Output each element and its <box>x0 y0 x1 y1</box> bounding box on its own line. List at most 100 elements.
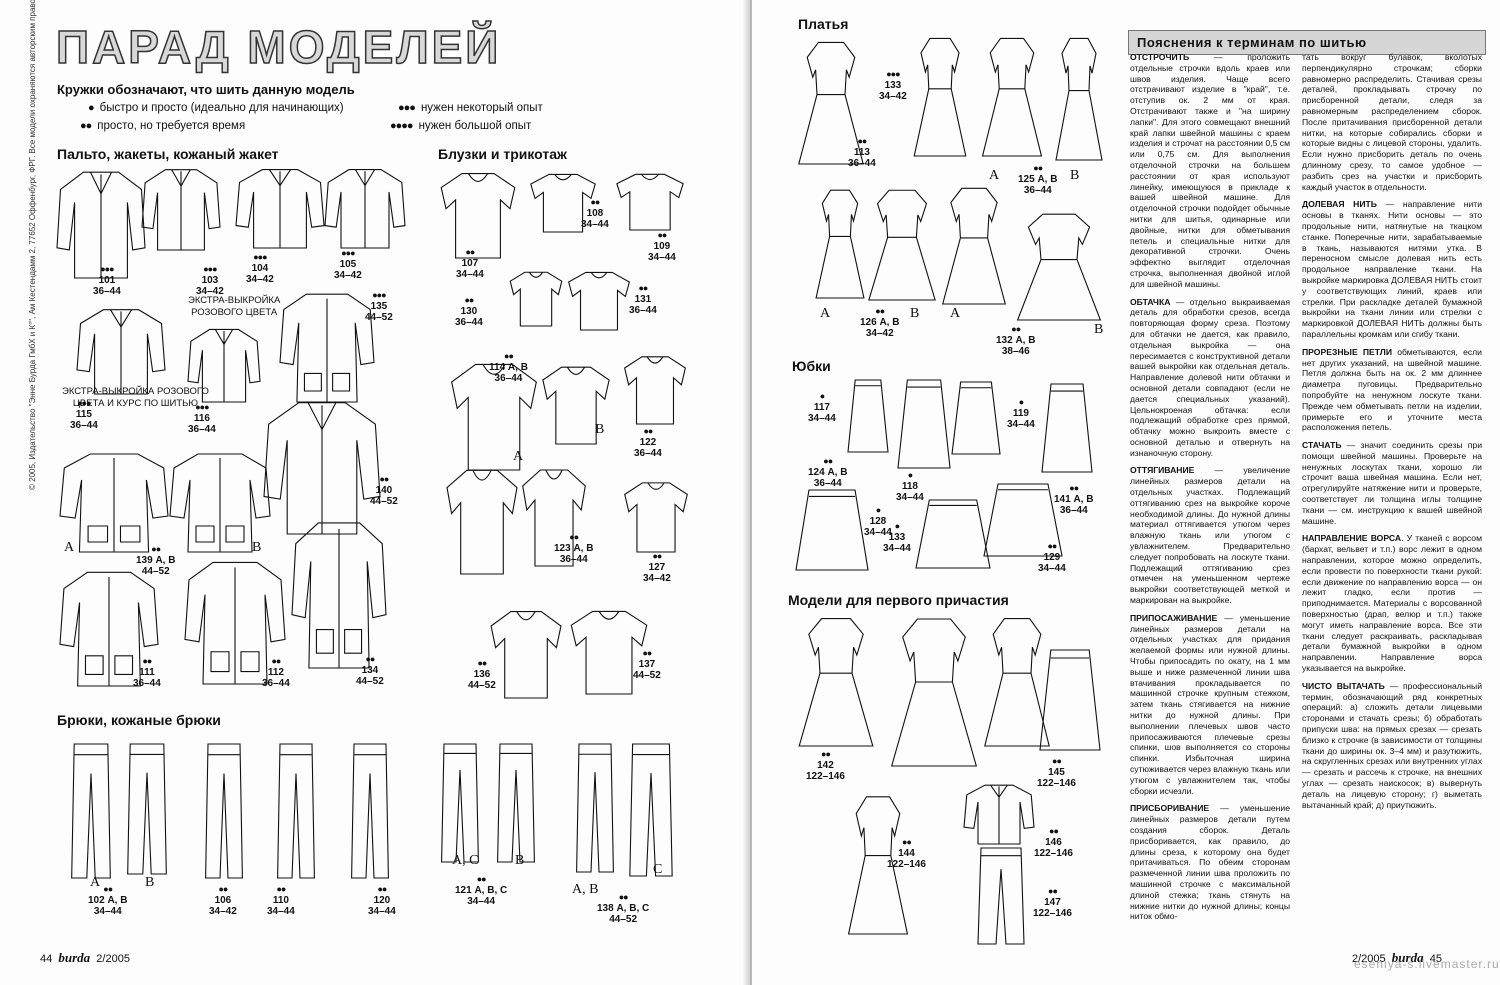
blouse-sketch <box>614 172 686 230</box>
jacket-sketch <box>964 784 1034 844</box>
blouse-sketch <box>438 170 518 258</box>
note-extra-course: ЭКСТРА-ВЫКРОЙКА РОЗОВОГО ЦВЕТА И КУРС ПО… <box>62 386 209 409</box>
variant-letter: B <box>1070 168 1080 183</box>
copyright-credit: © 2005, Издательство "Энне Бурда ГмбХ и … <box>28 0 37 490</box>
jacket-sketch <box>188 328 260 402</box>
coat-sketch <box>60 570 158 686</box>
dress-sketch <box>1054 36 1104 160</box>
variant-letter: B <box>1094 322 1104 337</box>
section-title-skirts: Юбки <box>792 358 831 374</box>
legend-item: ●●просто, но требуется время <box>80 120 246 132</box>
skirt-sketch <box>916 500 990 568</box>
trousers-sketch <box>70 744 112 878</box>
dress-sketch <box>912 36 968 156</box>
glossary-entry: ПРИПОСАЖИВАНИЕ — уменьшение линейных раз… <box>1130 612 1290 796</box>
top-sketch <box>566 270 632 330</box>
page-folio: 2/2005 burda 45 <box>1352 950 1442 965</box>
legend-title: Кружки обозначают, что шить данную модел… <box>57 82 355 97</box>
skirt-sketch <box>898 380 950 468</box>
legend-item: ●быстро и просто (идеально для начинающи… <box>88 102 344 114</box>
tee-sketch <box>568 608 650 694</box>
trousers-sketch <box>204 744 244 878</box>
blouse-sketch <box>528 172 598 232</box>
section-title-communion: Модели для первого причастия <box>788 592 1009 608</box>
variant-letter: B <box>252 540 262 555</box>
dress-sketch <box>1014 212 1104 320</box>
variant-letter: B <box>595 422 605 437</box>
variant-letter: A <box>513 449 524 464</box>
coat-sketch <box>292 520 386 668</box>
trousers-sketch <box>126 744 168 874</box>
trousers-sketch <box>440 744 480 862</box>
variant-letter: B <box>145 875 155 890</box>
glossary-entry: СТАЧАТЬ — значит соединить срезы при пом… <box>1302 440 1482 526</box>
skirt-sketch <box>984 484 1062 556</box>
blouse-sketch <box>622 354 688 424</box>
section-title-coats: Пальто, жакеты, кожаный жакет <box>57 146 279 162</box>
page-title: ПАРАД МОДЕЛЕЙ <box>55 20 502 74</box>
blouse-sketch <box>448 360 540 470</box>
jacket-sketch <box>57 170 145 278</box>
blouse-sketch <box>520 466 588 566</box>
section-title-blouses: Блузки и трикотаж <box>438 146 567 162</box>
trousers-sketch <box>575 744 615 872</box>
glossary-entry: ОТСТРОЧИТЬ — проложить отдельные строчки… <box>1130 52 1290 289</box>
dress-sketch <box>796 40 866 164</box>
section-title-dresses: Платья <box>798 16 849 32</box>
skirt-sketch <box>952 382 1000 454</box>
left-page: ПАРАД МОДЕЛЕЙ Кружки обозначают, что шит… <box>0 0 748 985</box>
trousers-sketch <box>976 848 1026 944</box>
trousers-sketch <box>496 744 536 862</box>
blouse-sketch <box>540 364 612 444</box>
jacket-sketch <box>60 452 168 552</box>
dress-sketch <box>866 188 938 300</box>
jacket-sketch <box>236 168 324 248</box>
jacket-sketch <box>170 452 270 552</box>
glossary-entry: ЧИСТО ВЫТАЧАТЬ — профессиональный термин… <box>1302 680 1482 810</box>
jacket-sketch <box>77 308 165 394</box>
skirt-sketch <box>848 380 888 452</box>
dress-sketch <box>814 188 866 298</box>
glossary-entry: ПРИСБОРИВАНИЕ — уменьшение линейных разм… <box>1130 803 1290 922</box>
coat-sketch <box>185 560 285 684</box>
variant-letter: A, C <box>452 853 479 868</box>
jacket-sketch <box>142 168 220 250</box>
skirt-sketch <box>796 490 868 570</box>
blouse-sketch <box>622 480 690 552</box>
variant-letter: A <box>989 168 1000 183</box>
glossary-entry: ДОЛЕВАЯ НИТЬ — направление нити основы в… <box>1302 199 1483 339</box>
